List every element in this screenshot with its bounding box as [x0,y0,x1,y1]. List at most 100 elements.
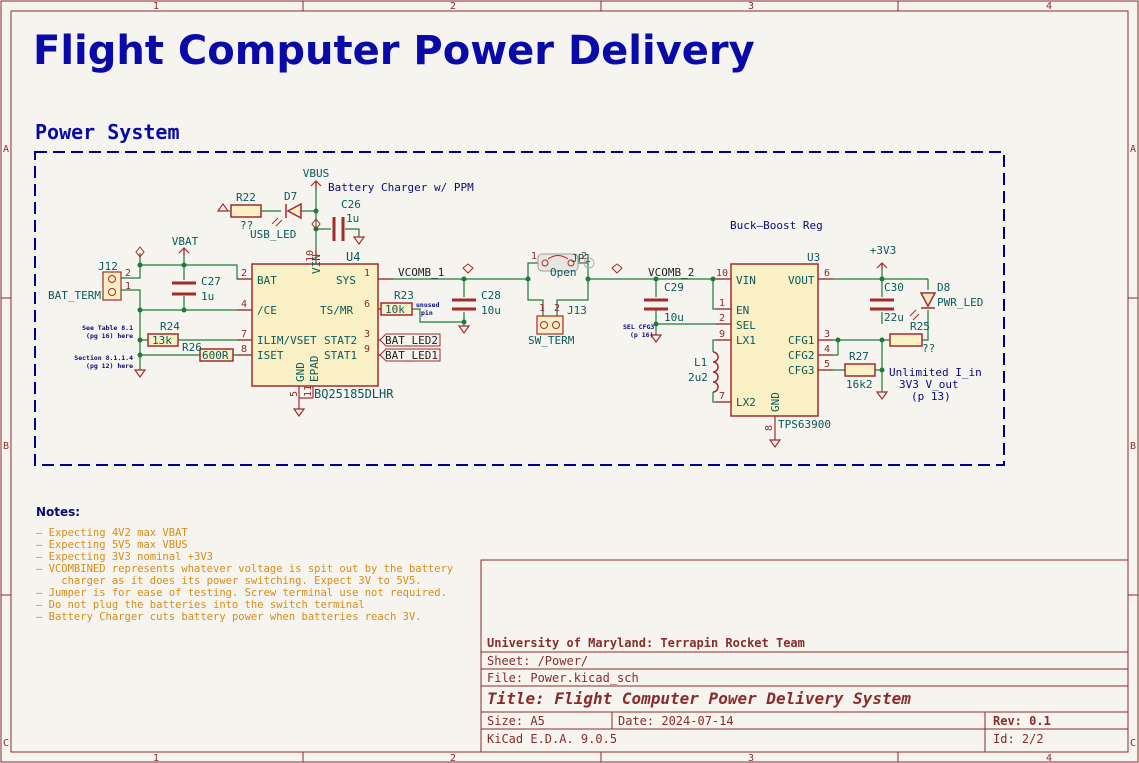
u4-pin-iset: ISET [257,349,284,362]
row-marker: B [3,441,9,452]
pin-number: 10 [716,268,728,279]
unlimited-note-line: (p 13) [911,390,951,403]
c27-ref: C27 [201,275,221,288]
jp1-jumper: JP1 Open 1 2 [531,251,595,279]
r25-value: ?? [922,342,935,355]
col-marker: 4 [1046,1,1052,12]
hier-label-bat-led2: BAT_LED2 [385,334,438,347]
c28-ref: C28 [481,289,501,302]
section-ref-note: Section 8.1.1.4 [74,354,133,362]
pin-number: 4 [824,344,830,355]
note-line: — Battery Charger cuts battery power whe… [36,611,422,623]
d7-ref: D7 [284,190,297,203]
border-markers: 1 2 3 4 1 2 3 4 A B C A B C [3,1,1136,763]
pin-number: 2 [125,268,131,279]
pin-number: 11 [303,385,314,397]
pin-number: 1 [719,298,725,309]
r25-resistor: R25 ?? [889,320,935,355]
pin-number: 3 [364,329,370,340]
power-labels: VBUS VBAT +3V3 [172,167,897,257]
j13-ref: J13 [567,304,587,317]
r26-ref: R26 [182,341,202,354]
c29-value: 10u [664,311,684,324]
r23-resistor: R23 10k [380,289,414,316]
pin-number: 1 [125,281,131,292]
u4-pin-vin: VIN [310,254,323,274]
sel-cfg-note: (p 16) [630,331,653,339]
j12-connector: J12 BAT_TERM 2 1 [48,260,131,302]
u4-pin-ilim: ILIM/VSET [257,334,317,347]
unused-pin-note: unused [416,301,440,309]
r27-value: 16k2 [846,378,873,391]
tb-sheet: Sheet: /Power/ [487,654,588,668]
pin-number: 3 [824,329,830,340]
buck-boost-title: Buck—Boost Reg [730,219,823,232]
u3-pin-gnd: GND [769,392,782,412]
power-system-box [34,151,1005,466]
c29-ref: C29 [664,281,684,294]
pin-number: 7 [241,329,247,340]
l1-value: 2u2 [688,371,708,384]
pin-number: 2 [719,313,725,324]
pin-number: 1 [531,251,537,262]
note-line: — VCOMBINED represents whatever voltage … [36,563,453,575]
col-marker: 3 [748,1,754,12]
pin-number: 2 [581,251,587,262]
note-line: — Do not plug the batteries into the swi… [36,599,365,611]
u3-value: TPS63900 [778,418,831,431]
u3-pin-lx1: LX1 [736,334,756,347]
pin-number: 2 [241,268,247,279]
pin-number: 8 [764,425,775,431]
charger-title: Battery Charger w/ PPM [328,181,474,194]
vbus-label: VBUS [303,167,330,180]
u4-ref: U4 [346,250,360,264]
u3-pin-vin: VIN [736,274,756,287]
unlimited-note-line: Unlimited I_in [889,366,982,379]
jp1-value: Open [550,266,577,279]
u4-pin-tsmr: TS/MR [320,304,353,317]
row-marker: A [1130,144,1136,155]
r24-ref: R24 [160,320,180,333]
hier-labels: BAT_LED2 BAT_LED1 [379,333,441,362]
r22-resistor: R22 ?? [228,191,262,232]
net-label-vcomb1: VCOMB_1 [398,266,444,279]
pin-number: 9 [719,329,725,340]
col-marker: 2 [450,753,456,763]
tb-title: Title: Flight Computer Power Delivery Sy… [487,689,911,708]
hier-label-bat-led1: BAT_LED1 [385,349,438,362]
pin-number: 5 [824,359,830,370]
pin-number: 1 [364,268,370,279]
u4-value: BQ25185DLHR [314,387,394,401]
r22-ref: R22 [236,191,256,204]
u3-pin-cfg1: CFG1 [788,334,815,347]
u3-pin-lx2: LX2 [736,396,756,409]
u4-pin-stat1: STAT1 [324,349,357,362]
sel-cfg-note: SEL CFG3 [623,323,654,331]
r22-value: ?? [240,219,253,232]
note-line: — Expecting 4V2 max VBAT [36,527,188,539]
u3-pin-en: EN [736,304,749,317]
r26-resistor: R26 600R [182,341,234,362]
page-title: Flight Computer Power Delivery [33,28,755,74]
tb-size: Size: A5 [487,714,545,728]
tb-tool: KiCad E.D.A. 9.0.5 [487,732,617,746]
pin-number: 5 [289,391,300,397]
d7-led: D7 USB_LED [250,190,302,241]
pin-number: 8 [241,344,247,355]
d8-ref: D8 [937,281,950,294]
c30-capacitor: C30 22u [870,281,904,324]
tb-file: File: Power.kicad_sch [487,671,639,685]
c30-ref: C30 [884,281,904,294]
section-ref-note: (pg 12) here [86,362,133,370]
r24-resistor: R24 13k [147,320,180,347]
row-marker: A [3,144,9,155]
u4-pin-gnd: GND [294,362,307,382]
j13-connector: J13 SW_TERM 1 2 [528,303,587,347]
col-marker: 2 [450,1,456,12]
notes-list: — Expecting 4V2 max VBAT — Expecting 5V5… [36,527,453,623]
section-title: Power System [35,120,180,144]
net-label-vcomb2: VCOMB_2 [648,266,694,279]
u3-pin-cfg2: CFG2 [788,349,815,362]
r27-resistor: R27 16k2 [844,350,876,391]
col-marker: 1 [153,1,159,12]
